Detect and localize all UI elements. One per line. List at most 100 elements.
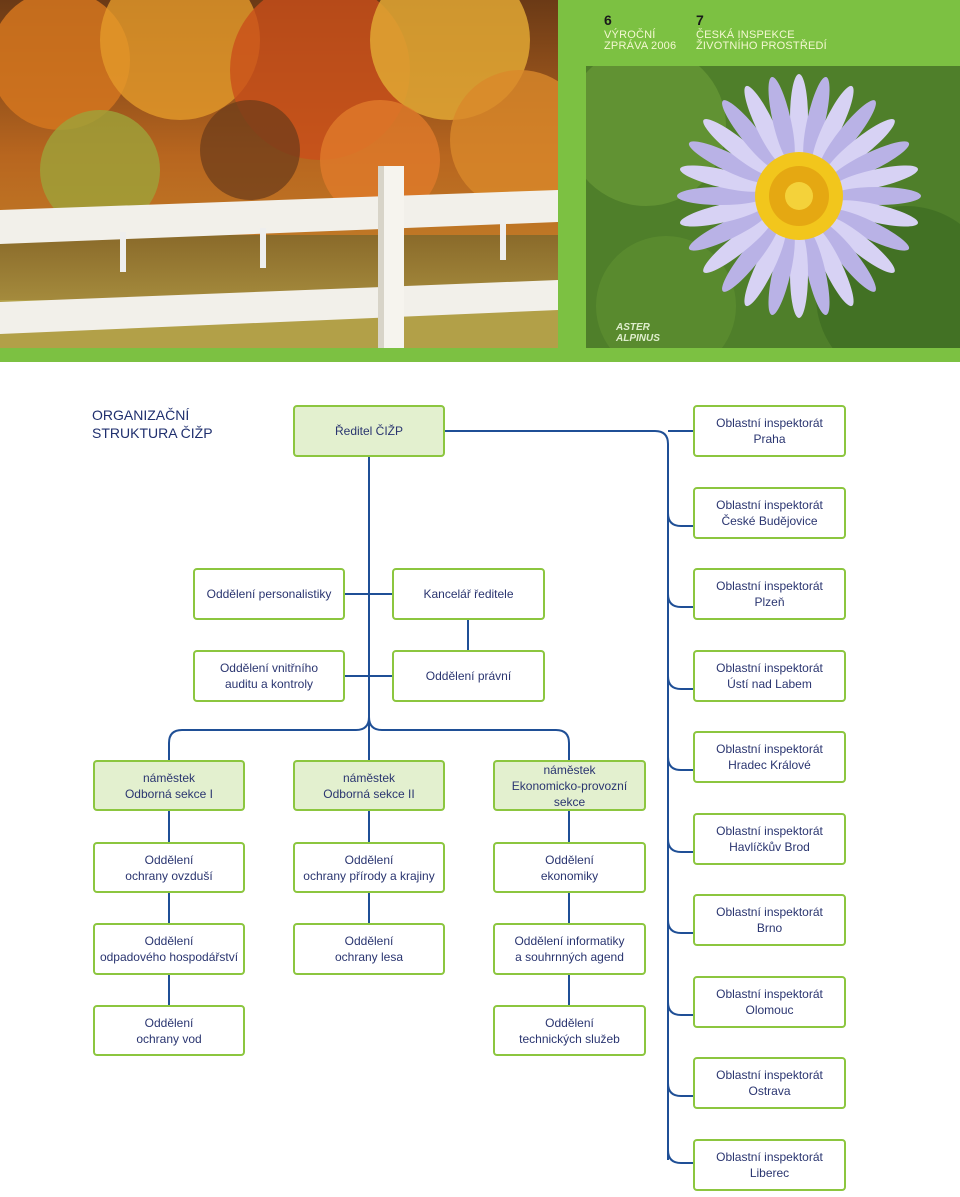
regional-city: Ostrava: [748, 1084, 791, 1098]
deputies-bus-line: [168, 716, 570, 760]
aster-petal: [833, 187, 921, 205]
regional-label: Oblastní inspektorát: [716, 661, 823, 675]
regional-label: Oblastní inspektorát: [716, 824, 823, 838]
header-bar: 6 VÝROČNÍ ZPRÁVA 2006 7 ČESKÁ INSPEKCE Ž…: [572, 0, 960, 66]
nature-label-line1: Oddělení: [344, 852, 394, 867]
aster-petal: [825, 119, 895, 176]
regional-tick-usti: [667, 675, 693, 690]
regional-tick-budejovice: [667, 512, 693, 527]
office-label: Kancelář ředitele: [423, 587, 514, 601]
tech-label-line2: technických služeb: [519, 1031, 620, 1046]
aster-flower-illustration: [572, 66, 960, 362]
regional-inspectorate-praha: Oblastní inspektorát Praha: [693, 405, 846, 457]
autumn-fence-illustration: [0, 0, 572, 348]
air-label-line1: Oddělení: [144, 852, 194, 867]
audit-label-line2: auditu a kontroly: [224, 677, 314, 691]
regional-label: Oblastní inspektorát: [716, 1150, 823, 1164]
left-header-text: VÝROČNÍ ZPRÁVA 2006: [604, 30, 676, 52]
regional-inspectorate-ceske-budejovice: Oblastní inspektorát České Budějovice: [693, 487, 846, 539]
aster-flower-photo: [572, 66, 960, 362]
audit-department-box: Oddělení vnitřního auditu a kontroly: [193, 650, 345, 702]
autumn-fence-photo: [0, 0, 572, 362]
director-to-regional-line: [445, 430, 669, 1160]
aster-petal: [803, 229, 830, 315]
regional-tick-havlickuv: [667, 838, 693, 853]
aster-petal: [744, 85, 786, 166]
regional-city: Havlíčkův Brod: [729, 840, 810, 854]
personnel-label: Oddělení personalistiky: [206, 587, 332, 601]
legal-department-box: Oddělení právní: [392, 650, 545, 702]
regional-inspectorate-hradec-kralove: Oblastní inspektorát Hradec Králové: [693, 731, 846, 783]
air-label-line2: ochrany ovzduší: [125, 868, 213, 883]
aster-petal: [722, 222, 779, 292]
regional-city: Olomouc: [745, 1003, 794, 1017]
nature-protection-box: Oddělení ochrany přírody a krajiny: [293, 842, 445, 893]
regional-city: České Budějovice: [721, 514, 818, 528]
aster-petal: [703, 216, 773, 273]
water-label-line2: ochrany vod: [136, 1031, 202, 1046]
regional-inspectorate-liberec: Oblastní inspektorát Liberec: [693, 1139, 846, 1191]
it-label-line2: a souhrnných agend: [515, 950, 624, 964]
aster-petal: [819, 100, 876, 170]
regional-inspectorate-ostrava: Oblastní inspektorát Ostrava: [693, 1057, 846, 1109]
economy-department-box: Oddělení ekonomiky: [493, 842, 646, 893]
aster-petal: [768, 77, 795, 163]
regional-city: Ústí nad Labem: [727, 677, 812, 691]
regional-label: Oblastní inspektorát: [716, 579, 823, 593]
water-protection-box: Oddělení ochrany vod: [93, 1005, 245, 1056]
aster-petal: [677, 187, 765, 205]
regional-label: Oblastní inspektorát: [716, 987, 823, 1001]
deputy2-label-line1: náměstek: [342, 770, 396, 785]
regional-city: Praha: [753, 432, 786, 446]
nature-label-line2: ochrany přírody a krajiny: [303, 868, 435, 883]
director-label: Ředitel ČIŽP: [334, 424, 404, 438]
aster-petal: [703, 119, 773, 176]
regional-tick-plzen: [667, 593, 693, 608]
legal-label: Oddělení právní: [425, 669, 512, 683]
title-line2: STRUKTURA ČIŽP: [92, 425, 213, 441]
caption-line1: ASTER: [616, 322, 650, 333]
right-page-number: 7: [696, 12, 704, 28]
economy-label-line1: Oddělení: [545, 852, 594, 867]
technical-services-box: Oddělení technických služeb: [493, 1005, 646, 1056]
forest-label-line1: Oddělení: [344, 934, 394, 948]
left-page-number: 6: [604, 12, 612, 28]
aster-petal: [790, 74, 808, 162]
aster-petal: [812, 226, 854, 307]
regional-tick-hradec: [667, 756, 693, 771]
aster-petal: [688, 141, 769, 183]
air-protection-box: Oddělení ochrany ovzduší: [93, 842, 245, 893]
regional-inspectorate-plzen: Oblastní inspektorát Plzeň: [693, 568, 846, 620]
aster-petal: [680, 200, 766, 227]
waste-management-box: Oddělení odpadového hospodářství: [93, 923, 245, 975]
regional-label: Oblastní inspektorát: [716, 416, 823, 430]
aster-petal: [803, 77, 830, 163]
right-header-line2: ŽIVOTNÍHO PROSTŘEDÍ: [696, 40, 827, 52]
aster-petal: [688, 209, 769, 251]
deputy3-label-line2: Ekonomicko-provozní sekce: [511, 778, 628, 809]
left-header-line1: VÝROČNÍ: [604, 29, 656, 41]
it-label-line1: Oddělení informatiky: [514, 934, 625, 948]
deputy3-label-line1: náměstek: [543, 762, 596, 777]
water-label-line1: Oddělení: [144, 1015, 194, 1030]
page-title: ORGANIZAČNÍ STRUKTURA ČIŽP: [92, 406, 213, 442]
regional-inspectorate-usti-nad-labem: Oblastní inspektorát Ústí nad Labem: [693, 650, 846, 702]
aster-petal: [829, 141, 910, 183]
waste-label-line2: odpadového hospodářství: [99, 950, 239, 964]
forest-protection-box: Oddělení ochrany lesa: [293, 923, 445, 975]
title-line1: ORGANIZAČNÍ: [92, 407, 190, 423]
audit-label-line1: Oddělení vnitřního: [219, 661, 319, 675]
deputy-section-2-box: náměstek Odborná sekce II: [293, 760, 445, 811]
aster-petal: [819, 222, 876, 292]
aster-petal: [722, 100, 779, 170]
economy-label-line2: ekonomiky: [540, 868, 599, 883]
director-box: Ředitel ČIŽP: [293, 405, 445, 457]
regional-city: Brno: [756, 921, 783, 935]
caption-line2: ALPINUS: [616, 333, 660, 344]
regional-city: Hradec Králové: [728, 758, 811, 772]
aster-petal: [812, 85, 854, 166]
aster-petal: [680, 165, 766, 192]
aster-petal: [825, 216, 895, 273]
regional-tick-ostrava: [667, 1082, 693, 1097]
